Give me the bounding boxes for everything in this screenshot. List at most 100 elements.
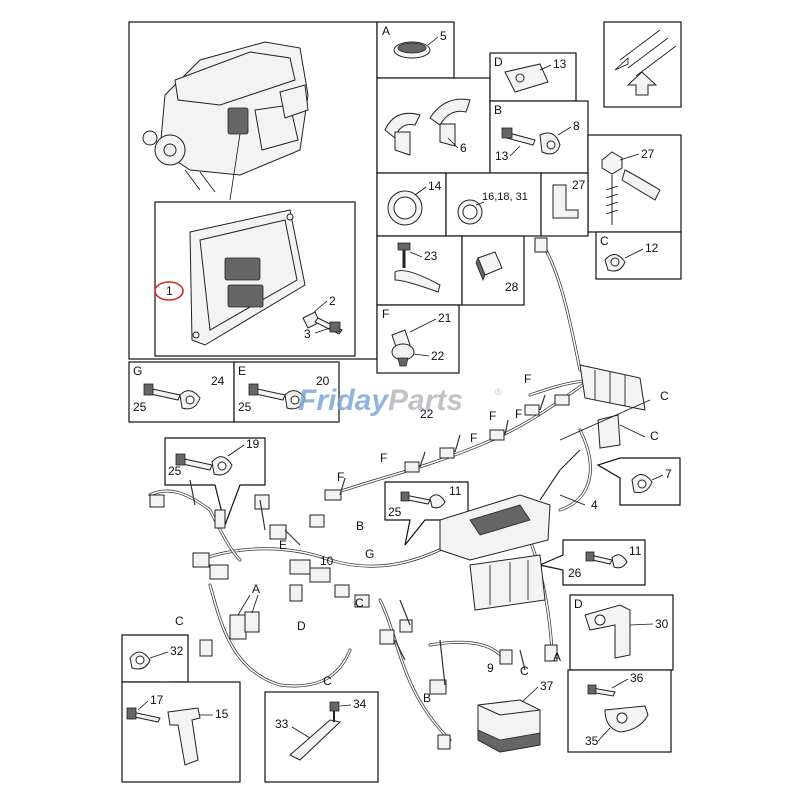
- label-a2: A: [553, 650, 561, 664]
- label-g1: G: [365, 547, 374, 561]
- callout-36: 36: [630, 671, 644, 685]
- bracket-27: 27: [540, 172, 589, 237]
- callout-19: 19: [246, 437, 260, 451]
- label-c1: C: [660, 389, 669, 403]
- box-a: A 5: [376, 21, 455, 79]
- label-f2: F: [515, 407, 522, 421]
- callout-32: 32: [170, 644, 184, 658]
- callout-13a: 13: [553, 57, 567, 71]
- callout-15: 15: [215, 707, 229, 721]
- box-36-35: 36 35: [567, 669, 672, 753]
- label-c2: C: [650, 429, 659, 443]
- watermark-reg: ®: [495, 387, 502, 397]
- callout-10: 10: [320, 554, 334, 568]
- svg-text:FridayParts: FridayParts: [298, 384, 463, 417]
- label-c3: C: [175, 614, 184, 628]
- callout-11b: 11: [629, 544, 642, 558]
- callout-11a: 11: [449, 484, 462, 498]
- engine-illustration: [142, 41, 309, 193]
- box-7: 7: [596, 457, 681, 506]
- box-d-letter: D: [494, 55, 503, 69]
- callout-17: 17: [150, 693, 164, 707]
- callout-23: 23: [424, 249, 438, 263]
- callout-7: 7: [665, 467, 672, 481]
- engine-to-ecu-lead: [229, 133, 241, 201]
- callout-9: 9: [487, 661, 494, 675]
- callout-13b: 13: [495, 149, 509, 163]
- callout-33: 33: [275, 717, 289, 731]
- label-f6: F: [524, 372, 531, 386]
- box-d: D 13: [489, 52, 577, 102]
- callout-21: 21: [438, 311, 452, 325]
- ecu-bolt: [302, 311, 343, 335]
- box-d-30: D 30: [569, 594, 674, 671]
- callout-26: 26: [568, 566, 582, 580]
- callout-24: 24: [211, 374, 225, 388]
- box-11-25-center: 11 25: [384, 481, 469, 546]
- label-e1: E: [279, 538, 287, 552]
- callout-6: 6: [460, 141, 467, 155]
- clamp-16-18-31: 16,18, 31: [445, 172, 542, 237]
- callout-14: 14: [428, 179, 442, 193]
- callout-2: 2: [329, 294, 336, 308]
- label-22: 22: [420, 407, 434, 421]
- label-f1: F: [489, 409, 496, 423]
- box-e-letter: E: [238, 364, 246, 378]
- box-19: 19 25: [164, 437, 266, 528]
- box-17-15: 17 15: [121, 681, 241, 783]
- callout-16-18-31: 16,18, 31: [482, 191, 528, 203]
- callout-1: 1: [166, 284, 173, 298]
- callout-30: 30: [655, 617, 669, 631]
- callout-25a: 25: [168, 464, 182, 478]
- box-f-letter: F: [382, 307, 389, 321]
- label-c6: C: [520, 664, 529, 678]
- seal-ring-14: 14: [376, 172, 447, 237]
- watermark: FridayParts ®: [298, 384, 502, 417]
- callout-25b: 25: [388, 505, 402, 519]
- box-g-letter: G: [133, 364, 142, 378]
- box-a-letter: A: [382, 24, 390, 38]
- bolt-23: 23: [376, 235, 463, 306]
- callout-25g: 25: [133, 400, 147, 414]
- box-c: C 12: [595, 231, 682, 280]
- label-b2: B: [423, 691, 431, 705]
- callout-22: 22: [431, 349, 445, 363]
- box-33-34: 34 33: [264, 691, 379, 783]
- callout-4: 4: [591, 498, 598, 512]
- callout-35: 35: [585, 734, 599, 748]
- callout-27b: 27: [572, 178, 586, 192]
- box-d2-letter: D: [574, 597, 583, 611]
- box-f: F 21 22: [376, 304, 460, 374]
- callout-5: 5: [440, 29, 447, 43]
- callout-20: 20: [316, 374, 330, 388]
- callout-37: 37: [540, 679, 554, 693]
- label-d1: D: [297, 619, 306, 633]
- main-harness: [148, 237, 646, 750]
- label-c4: C: [355, 596, 364, 610]
- label-b1: B: [356, 519, 364, 533]
- part-37: 37: [477, 679, 554, 753]
- watermark-parts: Parts: [388, 384, 463, 417]
- label-f3: F: [470, 431, 477, 445]
- callout-34: 34: [353, 697, 367, 711]
- callout-28: 28: [505, 280, 519, 294]
- box-b-letter: B: [494, 103, 502, 117]
- engine-ecu-panel: 1 2 3: [128, 21, 378, 360]
- box-g: G 24 25: [128, 361, 235, 423]
- callout-25e: 25: [238, 400, 252, 414]
- box-c-letter: C: [600, 234, 609, 248]
- label-c5: C: [323, 674, 332, 688]
- label-f4: F: [380, 451, 387, 465]
- callout-12: 12: [645, 241, 659, 255]
- callout-8: 8: [573, 119, 580, 133]
- callout-3: 3: [304, 327, 311, 341]
- label-a1: A: [252, 582, 260, 596]
- harness-labels: F F F F F F 22 C C C C C C B B E G A A D…: [175, 372, 669, 705]
- label-f5: F: [337, 470, 344, 484]
- ground-bolt-27: 27: [587, 134, 682, 233]
- highlight-ring: [154, 281, 184, 301]
- connector-28: 28: [461, 235, 525, 306]
- box-b: B 8 13: [489, 100, 589, 174]
- orientation-icon: [603, 21, 682, 108]
